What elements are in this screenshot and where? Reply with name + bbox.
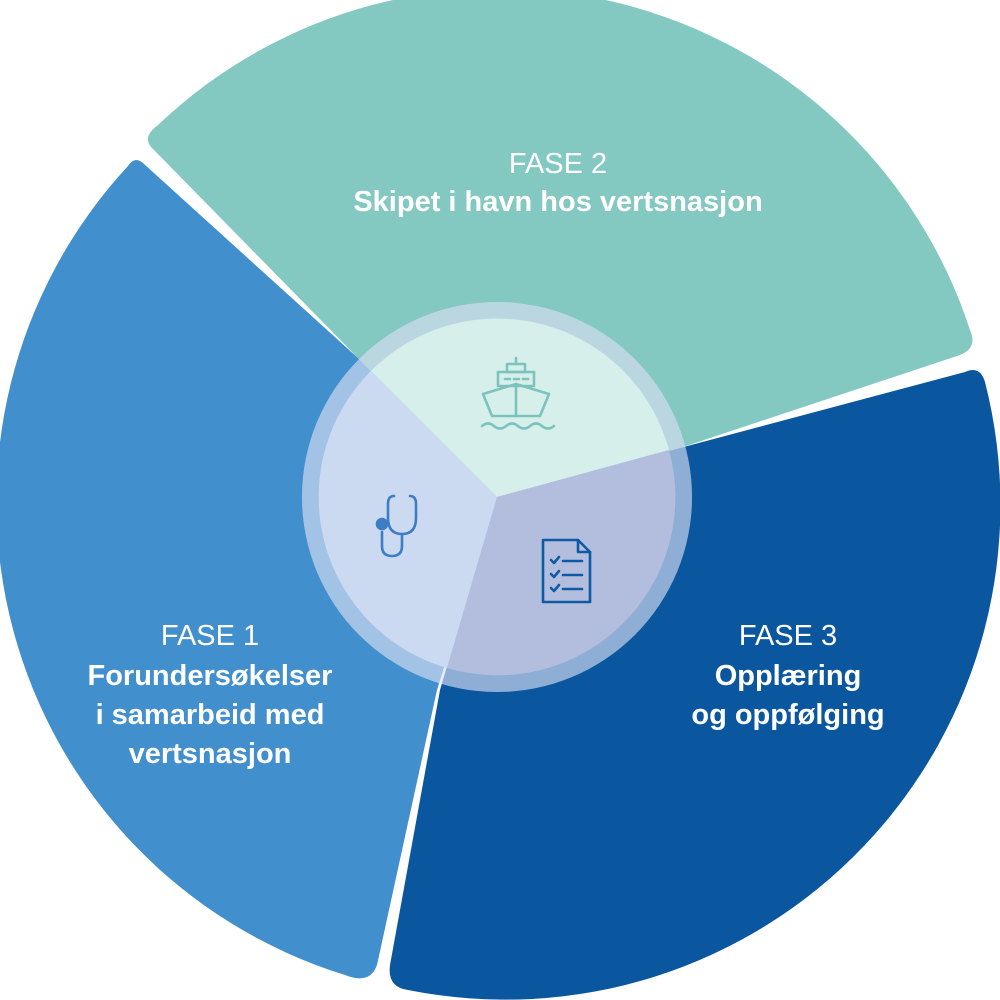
sector-phase-1 — [0, 160, 497, 979]
phase-1-label: FASE 1 — [161, 620, 259, 652]
central-hub — [302, 302, 692, 692]
stethoscope-icon — [375, 494, 418, 558]
phase-1-title-line-1: Forundersøkelser — [88, 660, 333, 692]
phase-1-title-line-3: vertsnasjon — [129, 738, 292, 770]
phase-1-title-line-2: i samarbeid med — [96, 699, 325, 731]
phase-2-label: FASE 2 — [509, 148, 607, 180]
phase-3-label: FASE 3 — [739, 620, 837, 652]
hub-segment-phase-2 — [371, 318, 669, 497]
phase-3-title-line-2: og oppfølging — [691, 699, 884, 731]
checklist-document-icon — [541, 538, 592, 604]
hub-segment-phase-1 — [318, 371, 497, 668]
ship-icon — [480, 356, 556, 430]
phase-2-title-line-1: Skipet i havn hos vertsnasjon — [353, 186, 762, 218]
hub-segment-phase-3 — [447, 450, 676, 676]
phase-3-title-line-1: Opplæring — [715, 660, 862, 692]
sector-phase-2 — [148, 0, 973, 497]
